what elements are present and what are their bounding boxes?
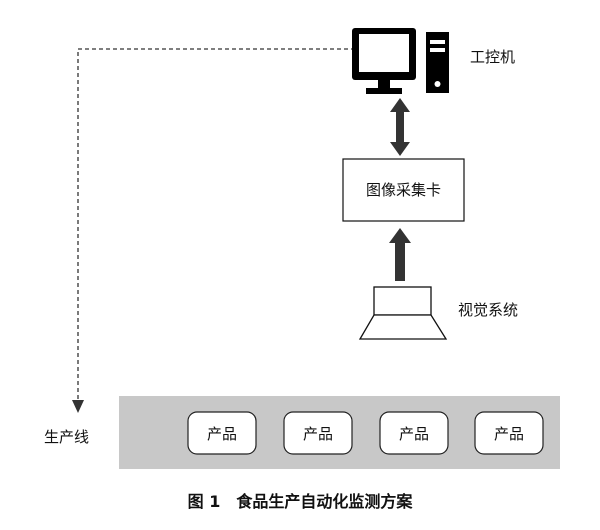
product-label: 产品 [494,425,524,443]
product-label: 产品 [303,425,333,443]
capture-card-box [342,158,465,222]
computer-label: 工控机 [470,48,515,66]
control-arrowhead [72,400,84,413]
vision-system-label: 视觉系统 [458,301,518,319]
product-box-1: 产品 [187,411,257,455]
product-box-3: 产品 [379,411,449,455]
camera-icon [358,286,448,340]
product-label: 产品 [207,425,237,443]
up-arrow [389,228,411,281]
double-arrow [390,98,410,156]
control-dashed-line [77,48,355,402]
product-box-2: 产品 [283,411,353,455]
figure-caption: 图 1 食品生产自动化监测方案 [188,492,414,511]
product-label: 产品 [399,425,429,443]
capture-card-label: 图像采集卡 [366,181,441,199]
product-box-4: 产品 [474,411,544,455]
computer-icon [352,28,449,94]
production-line-label: 生产线 [44,428,89,446]
